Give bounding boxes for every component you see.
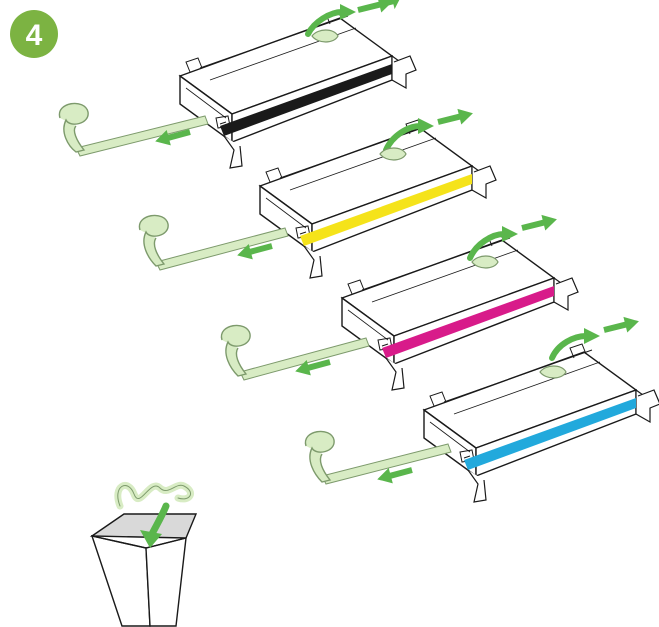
seal-tape-yellow	[139, 215, 288, 270]
cartridge-cyan	[424, 344, 659, 502]
seal-tape-magenta	[221, 325, 369, 380]
step-number: 4	[26, 19, 43, 52]
step-badge: 4	[10, 10, 58, 58]
discarded-seal-tape	[118, 485, 191, 506]
seal-tape-black	[59, 103, 208, 156]
